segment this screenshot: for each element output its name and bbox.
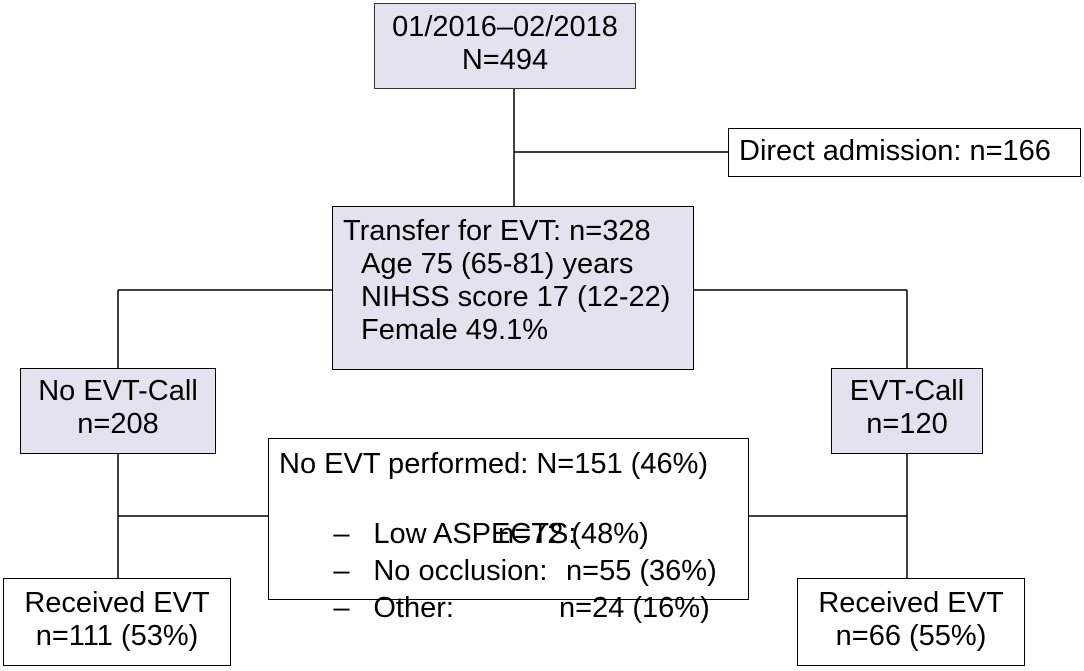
reason-label: Low ASPECTS:: [373, 518, 577, 550]
node-received-right-count: n=66 (55%): [835, 620, 987, 652]
list-item: –No occlusion: n=55 (36%): [279, 522, 748, 587]
reason-value: n=24 (16%): [559, 592, 710, 624]
node-transfer-nihss: NIHSS score 17 (12-22): [361, 281, 671, 313]
node-received-left-label: Received EVT: [24, 587, 210, 619]
reason-label: No occlusion:: [373, 555, 548, 587]
node-received-right-label: Received EVT: [818, 587, 1004, 619]
node-transfer-female: Female 49.1%: [361, 314, 548, 346]
node-received-left-count: n=111 (53%): [35, 620, 199, 652]
node-direct-admission: Direct admission: n=166: [728, 128, 1081, 177]
list-item: –Low ASPECTS:n=72 (48%): [279, 485, 748, 550]
node-evt-call-label: EVT-Call: [849, 375, 965, 407]
reason-label: Other:: [373, 592, 454, 624]
node-no-evt-call-count: n=208: [77, 408, 159, 440]
node-transfer-age: Age 75 (65-81) years: [361, 248, 634, 280]
node-no-evt-call-label: No EVT-Call: [38, 375, 198, 407]
reason-value: n=72 (48%): [498, 518, 649, 550]
node-received-evt-left: Received EVT n=111 (53%): [3, 578, 231, 666]
node-study-period-dates: 01/2016–02/2018: [392, 11, 618, 43]
node-no-evt-performed: No EVT performed: N=151 (46%) –Low ASPEC…: [268, 438, 749, 624]
list-item: –Other: n=24 (16%): [279, 559, 748, 624]
node-received-evt-right: Received EVT n=66 (55%): [797, 578, 1025, 666]
node-direct-admission-text: Direct admission: n=166: [739, 135, 1051, 167]
bullet-dash: –: [333, 518, 350, 550]
node-study-period: 01/2016–02/2018 N=494: [374, 3, 636, 89]
node-study-period-count: N=494: [461, 44, 549, 76]
node-transfer-title: Transfer for EVT: n=328: [343, 215, 651, 247]
node-no-evt-performed-title: No EVT performed: N=151 (46%): [279, 448, 709, 480]
reason-value: n=55 (36%): [566, 555, 717, 587]
node-transfer-for-evt: Transfer for EVT: n=328 Age 75 (65-81) y…: [332, 206, 694, 370]
bullet-dash: –: [333, 555, 350, 587]
node-no-evt-call: No EVT-Call n=208: [20, 368, 216, 454]
node-evt-call: EVT-Call n=120: [831, 368, 983, 454]
bullet-dash: –: [333, 592, 350, 624]
node-evt-call-count: n=120: [866, 408, 948, 440]
